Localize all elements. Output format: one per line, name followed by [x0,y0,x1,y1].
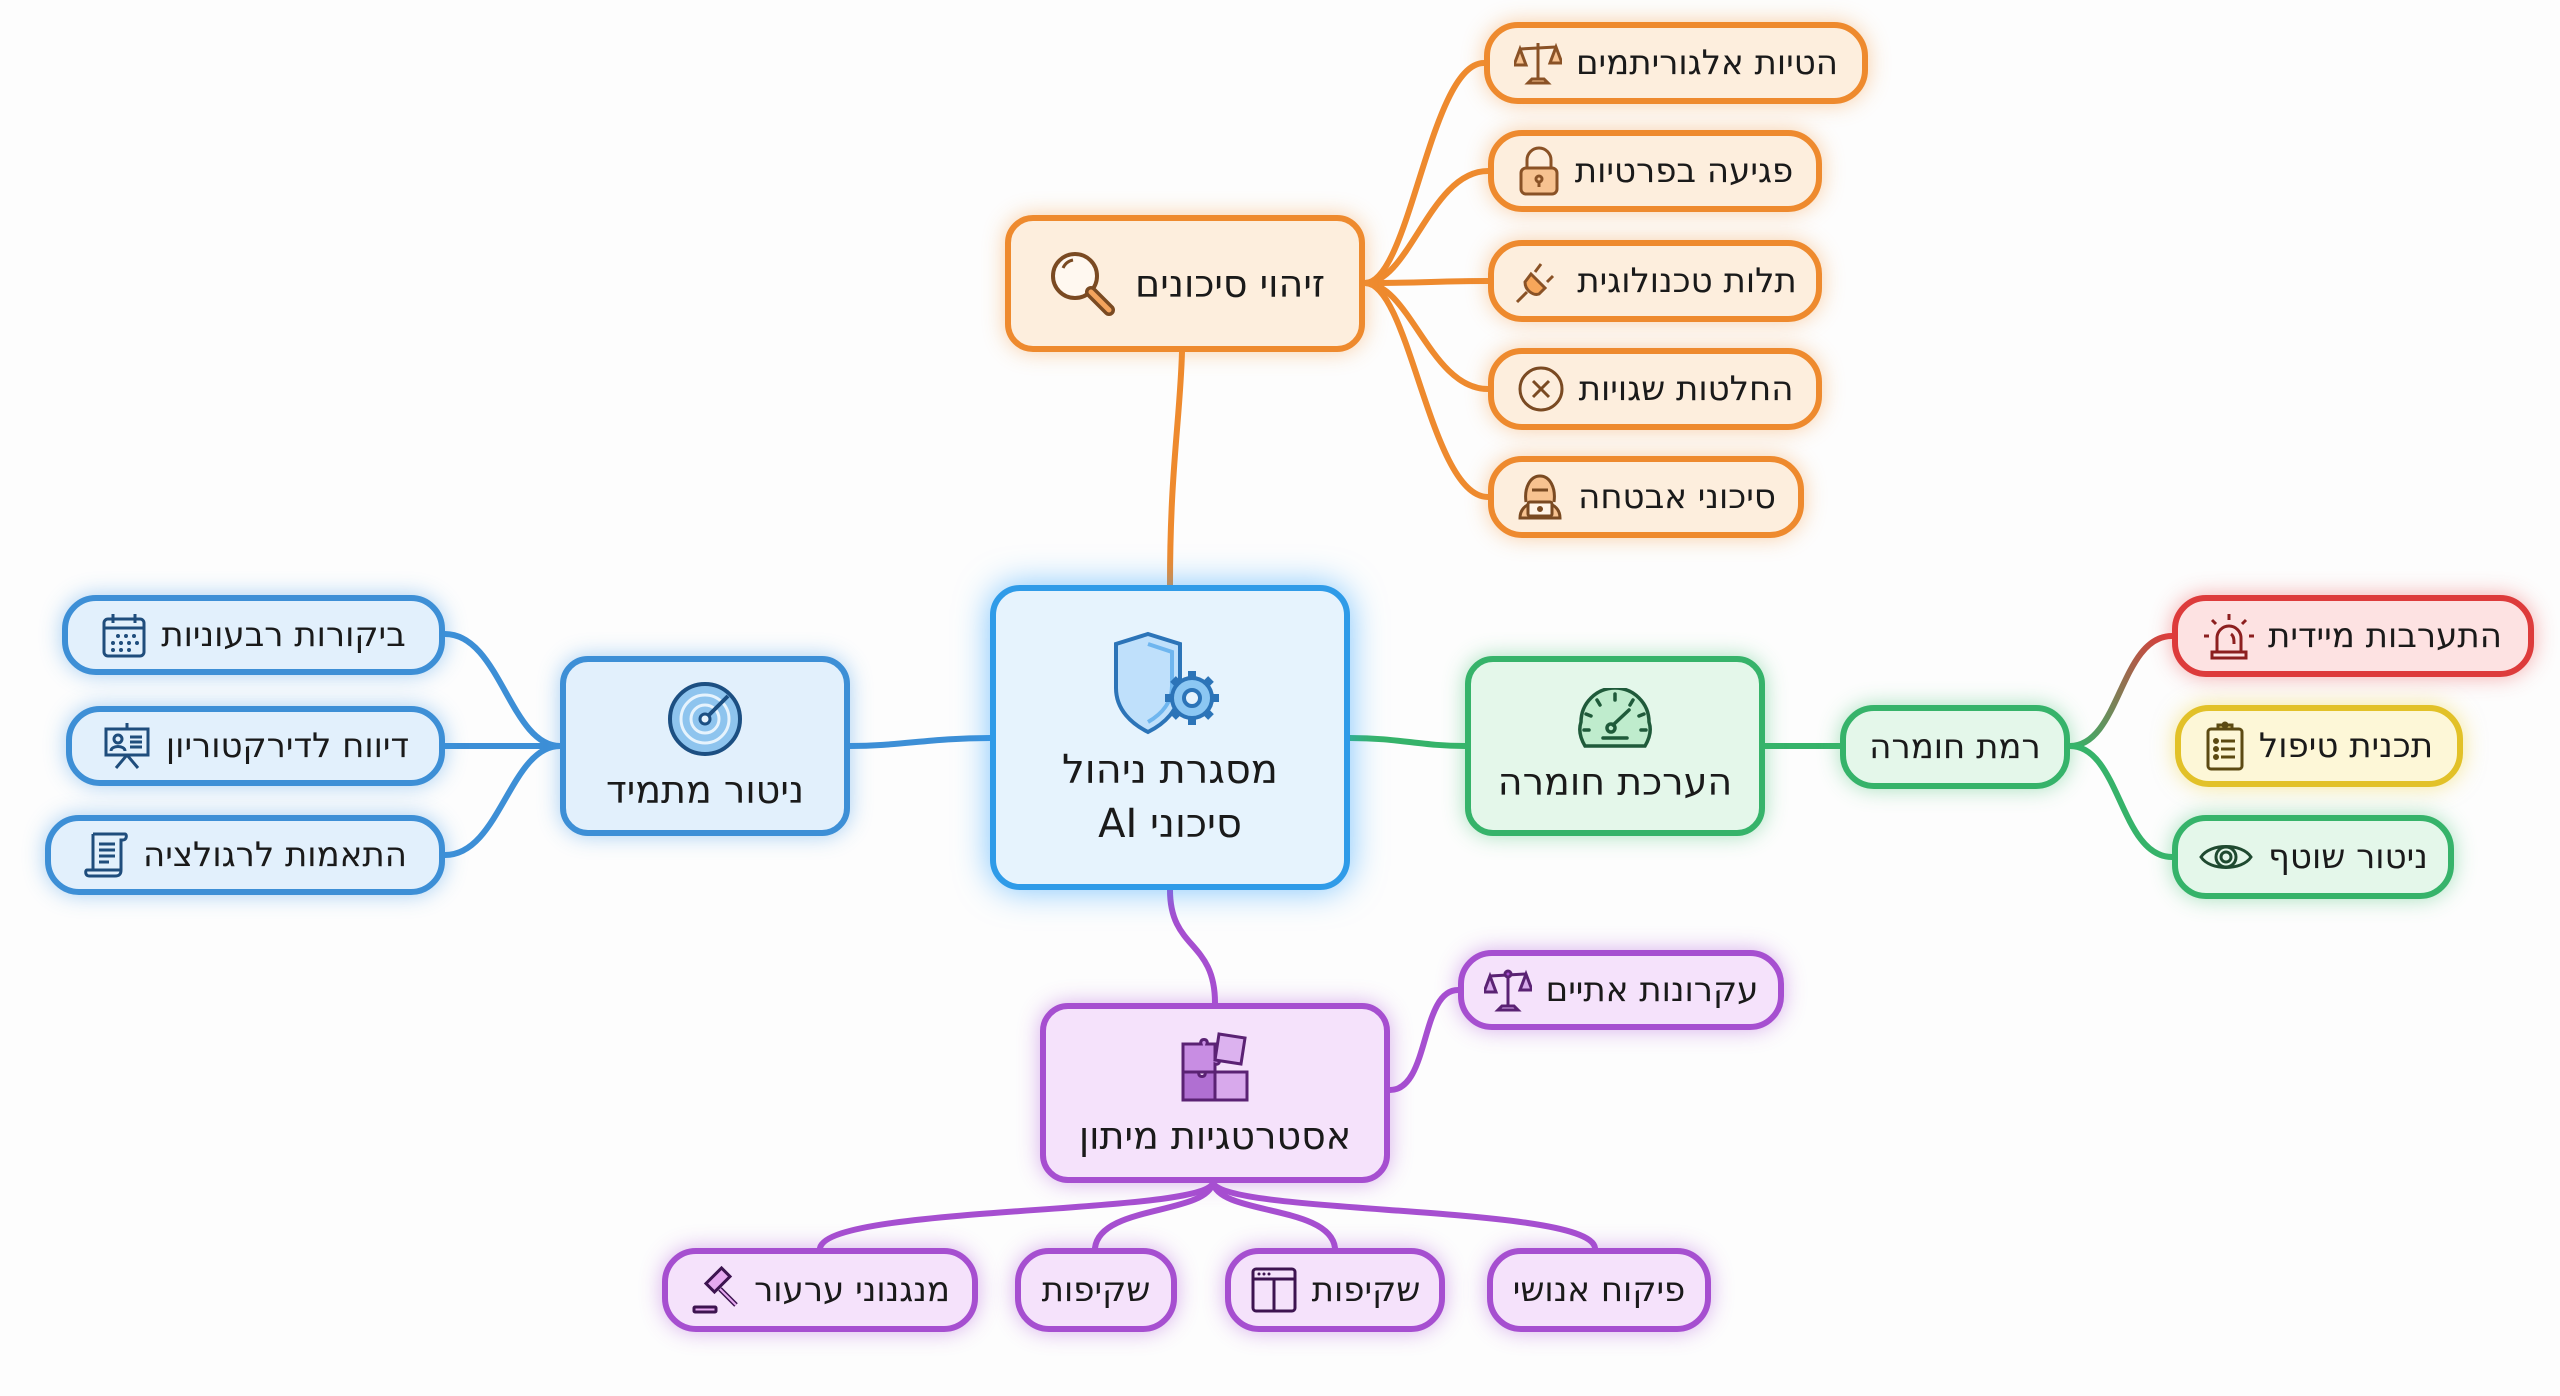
link-risk-privacy [1362,168,1491,286]
monitor-child-board-report[interactable]: דיווח לדירקטוריון [66,706,445,786]
link-level-ongoing [2067,743,2175,860]
link-risk-bias [1362,60,1487,286]
risk-child-label: החלטות שגויות [1578,369,1794,409]
severity-level-node[interactable]: רמת חומרה [1840,705,2070,789]
level-child-label: התערבות מיידית [2268,616,2502,656]
mitigation-child-appeal[interactable]: מנגנוני ערעור [662,1248,978,1332]
level-child-ongoing-monitoring[interactable]: ניטור שוטף [2172,815,2454,899]
puzzle-icon [1177,1028,1253,1104]
eye-icon [2198,839,2254,875]
link-mit-transparency-a [1210,1180,1338,1251]
mitigation-label: אסטרטגיות מיתון [1078,1114,1352,1158]
hacker-icon [1516,472,1564,522]
scroll-icon [83,830,129,880]
mitigation-child-label: מנגנוני ערעור [754,1270,950,1310]
mitigation-child-transparency[interactable]: שקיפות [1015,1248,1177,1332]
link-level-immediate [2067,633,2175,749]
siren-icon [2204,612,2255,660]
link-mit-oversight [1210,1180,1598,1251]
risk-child-label: הטיות אלגוריתמים [1576,43,1839,83]
plug-icon [1513,256,1563,306]
presentation-icon [102,721,152,771]
magnifier-icon [1045,246,1121,322]
mitigation-child-label: שקיפות [1311,1270,1421,1310]
scales-icon [1514,39,1562,87]
clipboard-icon [2205,721,2245,771]
risk-child-privacy[interactable]: פגיעה בפרטיות [1488,130,1822,212]
severity-assessment-node[interactable]: הערכת חומרה [1465,656,1765,836]
link-center-mitigation [1167,887,1218,1006]
risk-identification-label: זיהוי סיכונים [1135,261,1325,306]
lock-icon [1517,146,1561,196]
link-monitor-reg [442,743,563,858]
link-mit-transparency-b [1092,1180,1216,1251]
window-icon [1250,1266,1298,1314]
link-mit-appeal [817,1180,1216,1251]
risk-identification-node[interactable]: זיהוי סיכונים [1005,215,1365,352]
center-title-line2: סיכוני AI [1098,800,1242,847]
link-mit-ethics [1387,987,1461,1093]
mitigation-child-ethics[interactable]: עקרונות אתיים [1458,950,1784,1030]
risk-child-security[interactable]: סיכוני אבטחה [1488,456,1804,538]
calendar-icon [101,611,147,659]
mitigation-child-transparency-window[interactable]: שקיפות [1225,1248,1445,1332]
monitor-child-label: דיווח לדירקטוריון [165,726,410,766]
level-child-treatment-plan[interactable]: תכנית טיפול [2175,705,2463,787]
mitigation-child-label: שקיפות [1041,1270,1151,1310]
risk-child-label: סיכוני אבטחה [1578,477,1776,517]
risk-child-label: תלות טכנולוגית [1577,261,1797,301]
gauge-icon [1577,688,1653,750]
link-risk-security [1362,280,1491,500]
level-child-immediate[interactable]: התערבות מיידית [2172,595,2534,677]
risk-child-wrong-decisions[interactable]: החלטות שגויות [1488,348,1822,430]
monitor-child-quarterly[interactable]: ביקורות רבעוניות [62,595,445,675]
monitor-child-regulation[interactable]: התאמות לרגולציה [45,815,445,895]
risk-child-label: פגיעה בפרטיות [1574,151,1794,191]
severity-assessment-label: הערכת חומרה [1497,760,1733,804]
scales-icon [1483,966,1532,1014]
center-title-line1: מסגרת ניהול [1062,746,1278,793]
monitor-child-label: ביקורות רבעוניות [161,615,406,655]
continuous-monitoring-label: ניטור מתמיד [605,768,805,812]
severity-level-label: רמת חומרה [1869,727,2041,767]
link-monitor-quarterly [442,631,563,749]
mitigation-node[interactable]: אסטרטגיות מיתון [1040,1003,1390,1183]
link-center-severity [1347,735,1468,749]
level-child-label: ניטור שוטף [2268,837,2428,877]
radar-icon [666,680,744,758]
level-child-label: תכנית טיפול [2258,726,2434,766]
center-node[interactable]: מסגרת ניהול סיכוני AI [990,585,1350,890]
risk-child-bias[interactable]: הטיות אלגוריתמים [1484,22,1868,104]
link-risk-decisions [1362,280,1491,392]
mitigation-child-label: פיקוח אנושי [1512,1270,1686,1310]
mitigation-child-human-oversight[interactable]: פיקוח אנושי [1487,1248,1711,1332]
link-center-monitor [847,735,993,749]
gavel-icon [690,1265,740,1315]
monitor-child-label: התאמות לרגולציה [143,835,407,875]
link-risk-tech [1362,278,1491,286]
x-circle-icon [1517,365,1565,413]
risk-child-tech-dependency[interactable]: תלות טכנולוגית [1488,240,1822,322]
mitigation-child-label: עקרונות אתיים [1545,970,1759,1010]
shield-gear-icon [1110,626,1230,736]
link-center-risk [1167,349,1185,588]
continuous-monitoring-node[interactable]: ניטור מתמיד [560,656,850,836]
